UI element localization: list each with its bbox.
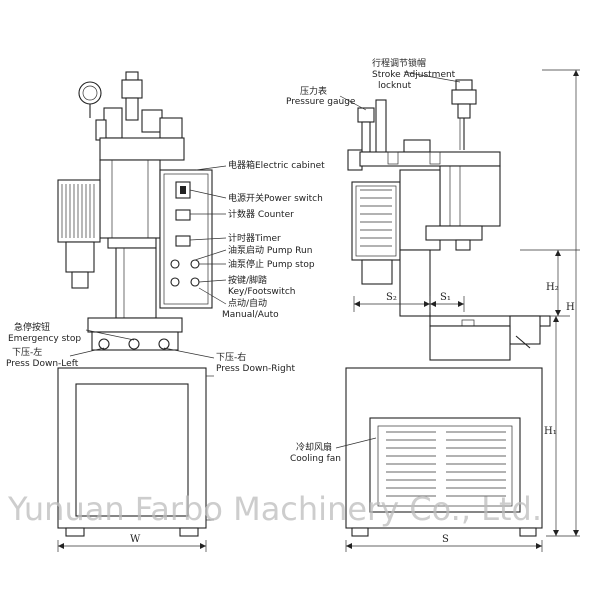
dim-s2: S₂ — [386, 292, 397, 303]
label-timer: 计时器Timer — [228, 232, 281, 244]
front-base-cabinet — [57, 367, 207, 529]
label-cooling-fan-cn: 冷却风扇 — [296, 441, 332, 453]
press-down-left-button — [98, 338, 110, 350]
watermark: Yunuan Farbo Machinery Co., Ltd. — [7, 490, 542, 528]
label-electric-cabinet: 电器箱Electric cabinet — [228, 159, 325, 171]
label-manual-auto-cn: 点动/自动 — [228, 297, 267, 309]
side-pressure-gauge — [357, 107, 375, 123]
label-pressure-gauge-en: Pressure gauge — [286, 97, 356, 107]
label-stroke-adjust-en: Stroke Adjustment — [372, 70, 456, 80]
pump-run-button — [170, 259, 180, 269]
label-press-down-left-en: Press Down-Left — [6, 359, 79, 369]
label-press-down-left-cn: 下压-左 — [12, 346, 42, 358]
label-press-down-right-cn: 下压-右 — [216, 351, 246, 363]
timer-display — [175, 235, 191, 247]
dim-h1: H₁ — [544, 426, 557, 437]
side-base-cabinet — [345, 367, 543, 529]
label-stroke-adjust-cn: 行程调节锁帽 — [372, 57, 426, 69]
press-down-right-button — [158, 338, 170, 350]
label-stroke-adjust-en2: locknut — [378, 81, 412, 91]
dim-height: H — [566, 302, 575, 313]
label-press-down-right-en: Press Down-Right — [216, 364, 295, 374]
side-motor — [351, 181, 401, 261]
label-emergency-stop-en: Emergency stop — [8, 334, 81, 344]
label-pressure-gauge-cn: 压力表 — [300, 85, 327, 97]
pump-stop-button — [190, 259, 200, 269]
dim-depth: S — [442, 534, 449, 545]
front-leaders — [69, 165, 227, 359]
side-leaders — [335, 71, 461, 449]
label-cooling-fan-en: Cooling fan — [290, 454, 341, 464]
counter-display — [175, 209, 191, 221]
cooling-fan — [369, 417, 521, 513]
label-key-footswitch-cn: 按键/脚踏 — [228, 274, 267, 286]
label-emergency-stop-cn: 急停按钮 — [14, 321, 50, 333]
pressure-gauge-icon — [78, 81, 102, 105]
emergency-stop-button — [128, 338, 140, 350]
label-manual-auto-en: Manual/Auto — [222, 310, 279, 320]
dim-width: W — [130, 534, 141, 545]
side-view: S S₂ S₁ H H₂ H₁ — [345, 69, 580, 552]
key-footswitch-selector — [170, 277, 180, 287]
front-view: W — [57, 71, 214, 552]
label-key-footswitch-en: Key/Footswitch — [228, 287, 295, 297]
label-power-switch: 电源开关Power switch — [228, 192, 323, 204]
label-counter: 计数器 Counter — [228, 208, 294, 220]
label-pump-stop: 油泵停止 Pump stop — [228, 258, 315, 270]
motor — [57, 179, 101, 243]
dim-h2: H₂ — [546, 282, 559, 293]
manual-auto-selector — [190, 277, 200, 287]
dim-s1: S₁ — [440, 292, 451, 303]
label-pump-run: 油泵启动 Pump Run — [228, 244, 312, 256]
